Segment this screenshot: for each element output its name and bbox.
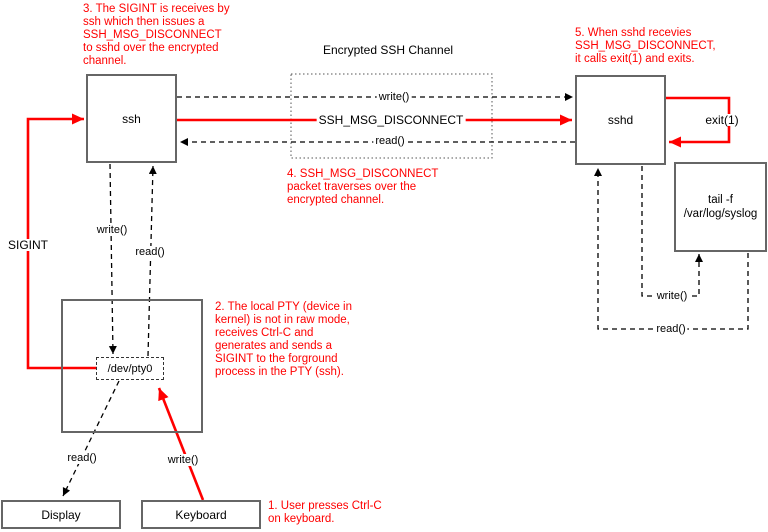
edge-keyboard-ctrl-c [157, 387, 205, 501]
node-kernel-box [61, 299, 203, 433]
annotation-step1: 1. User presses Ctrl-C on keyboard. [268, 500, 382, 525]
encrypted-channel-box [290, 73, 493, 159]
tail-sshd-read-label: read() [654, 323, 688, 335]
edge-tail-sshd-read [594, 168, 749, 330]
node-tail-syslog-label: tail -f /var/log/syslog [683, 194, 758, 220]
annotation-step4: 4. SSH_MSG_DISCONNECT packet traverses o… [287, 168, 439, 206]
node-sshd-label: sshd [607, 113, 634, 127]
edge-ssh-pty-write [108, 163, 117, 355]
edge-pty-ssh-read [147, 165, 157, 357]
node-display: Display [1, 500, 121, 529]
channel-read-label: read() [373, 135, 407, 147]
keyboard-pty-write-label: write() [165, 454, 201, 466]
node-ssh: ssh [86, 74, 177, 163]
edge-pty-display-read [62, 380, 120, 497]
annotation-step5: 5. When sshd recevies SSH_MSG_DISCONNECT… [575, 27, 716, 65]
ssh-pty-read-label: read() [133, 246, 167, 258]
encrypted-channel-title: Encrypted SSH Channel [322, 43, 454, 57]
pty-display-read-label: read() [65, 452, 99, 464]
sigint-label: SIGINT [5, 238, 51, 252]
node-dev-pty0-label: /dev/pty0 [107, 362, 153, 375]
node-dev-pty0: /dev/pty0 [96, 357, 164, 380]
annotation-step2: 2. The local PTY (device in kernel) is n… [215, 301, 353, 378]
node-ssh-label: ssh [122, 111, 141, 126]
ssh-pty-write-label: write() [94, 224, 130, 236]
node-keyboard: Keyboard [141, 500, 261, 529]
node-keyboard-label: Keyboard [175, 507, 227, 522]
edge-sshd-tail-write [641, 166, 703, 297]
channel-msg-disconnect-label: SSH_MSG_DISCONNECT [316, 113, 466, 127]
annotation-step3: 3. The SIGINT is receives by ssh which t… [83, 3, 230, 67]
node-tail-syslog: tail -f /var/log/syslog [674, 162, 767, 252]
channel-write-label: write() [376, 91, 412, 103]
sshd-tail-write-label: write() [654, 290, 690, 302]
exit1-label: exit(1) [703, 113, 741, 127]
node-sshd: sshd [575, 75, 666, 165]
node-display-label: Display [41, 507, 81, 522]
